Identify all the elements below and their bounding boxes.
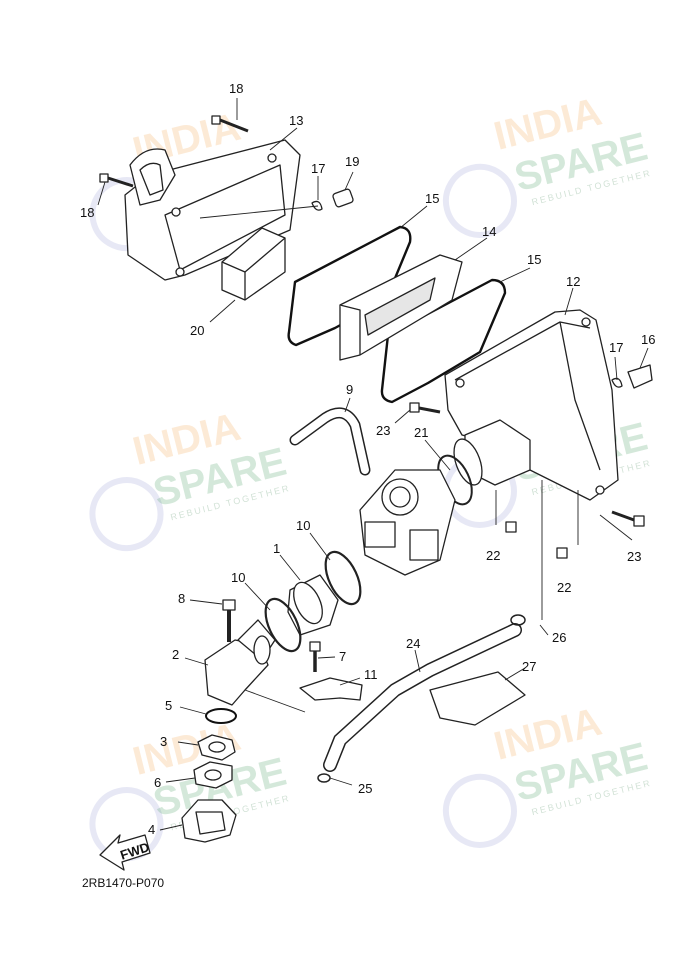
part-grommet-19	[332, 188, 354, 208]
callout-14: 14	[482, 224, 496, 239]
part-air-cleaner-cover	[124, 139, 301, 281]
part-gasket-15b	[380, 278, 507, 404]
callout-23-right: 23	[627, 549, 641, 564]
callout-23-left: 23	[376, 423, 390, 438]
callout-24: 24	[406, 636, 420, 651]
callout-17-top: 17	[311, 161, 325, 176]
part-bolt-8	[222, 599, 236, 642]
callout-21: 21	[414, 425, 428, 440]
callout-4: 4	[148, 822, 155, 837]
callout-22-right: 22	[557, 580, 571, 595]
callout-26: 26	[552, 630, 566, 645]
part-bolt-18b	[99, 173, 134, 188]
callout-2: 2	[172, 647, 179, 662]
callout-5: 5	[165, 698, 172, 713]
callout-25: 25	[358, 781, 372, 796]
callout-19: 19	[345, 154, 359, 169]
callout-10-upper: 10	[296, 518, 310, 533]
callout-18-top: 18	[229, 81, 243, 96]
leader-lines	[97, 98, 649, 831]
part-insulator-3	[197, 734, 236, 761]
callout-10-lower: 10	[231, 570, 245, 585]
part-air-cleaner-case-12	[444, 309, 619, 501]
part-cap-16	[627, 364, 653, 389]
callout-1: 1	[273, 541, 280, 556]
callout-labels: 18 13 17 19 18 15 14 15 12 20 17 16 9 23…	[80, 81, 655, 837]
callout-16: 16	[641, 332, 655, 347]
part-clip-25	[317, 773, 331, 783]
watermark-top-right: INDIA SPARE REBUILD TOGETHER	[442, 90, 653, 238]
part-bolt-22b	[556, 547, 568, 559]
part-gasket-6	[193, 761, 233, 789]
callout-22-left: 22	[486, 548, 500, 563]
watermark-mid-left: INDIA SPARE REBUILD TOGETHER	[89, 405, 291, 552]
part-bolt-23-left	[409, 402, 441, 414]
part-clip-26	[510, 614, 526, 626]
part-joint-1	[287, 574, 339, 636]
callout-27: 27	[522, 659, 536, 674]
part-bolt-18a	[211, 115, 249, 133]
callout-7: 7	[339, 649, 346, 664]
callout-9: 9	[346, 382, 353, 397]
fwd-arrow: FWD	[99, 834, 151, 871]
part-clamp-10a	[324, 550, 362, 606]
callout-13: 13	[289, 113, 303, 128]
callout-11: 11	[364, 667, 378, 682]
part-plate-27	[429, 671, 526, 726]
part-bolt-22a	[505, 521, 517, 533]
part-manifold-2	[204, 619, 276, 706]
callout-12: 12	[566, 274, 580, 289]
part-carburetor	[359, 469, 456, 576]
callout-15-right: 15	[527, 252, 541, 267]
part-bracket-11	[299, 677, 363, 701]
callout-20: 20	[190, 323, 204, 338]
part-element-14	[339, 254, 463, 361]
callout-18-left: 18	[80, 205, 94, 220]
part-bolt-7	[309, 641, 321, 672]
part-element-20	[221, 227, 286, 301]
watermark-bottom-left: INDIA SPARE REBUILD TOGETHER	[89, 715, 291, 862]
diagram-code: 2RB1470-P070	[82, 876, 165, 890]
callout-15-left: 15	[425, 191, 439, 206]
part-hose-9	[289, 407, 371, 476]
callout-3: 3	[160, 734, 167, 749]
part-o-ring-5	[205, 708, 237, 724]
callout-6: 6	[154, 775, 161, 790]
part-drain-hose-24	[323, 623, 522, 772]
callout-17-right: 17	[609, 340, 623, 355]
part-clamp-10b	[264, 597, 302, 653]
callout-8: 8	[178, 591, 185, 606]
part-duct-4	[181, 799, 237, 843]
part-clip-17-right	[611, 377, 623, 388]
part-joint-21	[453, 419, 531, 486]
part-bolt-23-right	[611, 510, 645, 527]
